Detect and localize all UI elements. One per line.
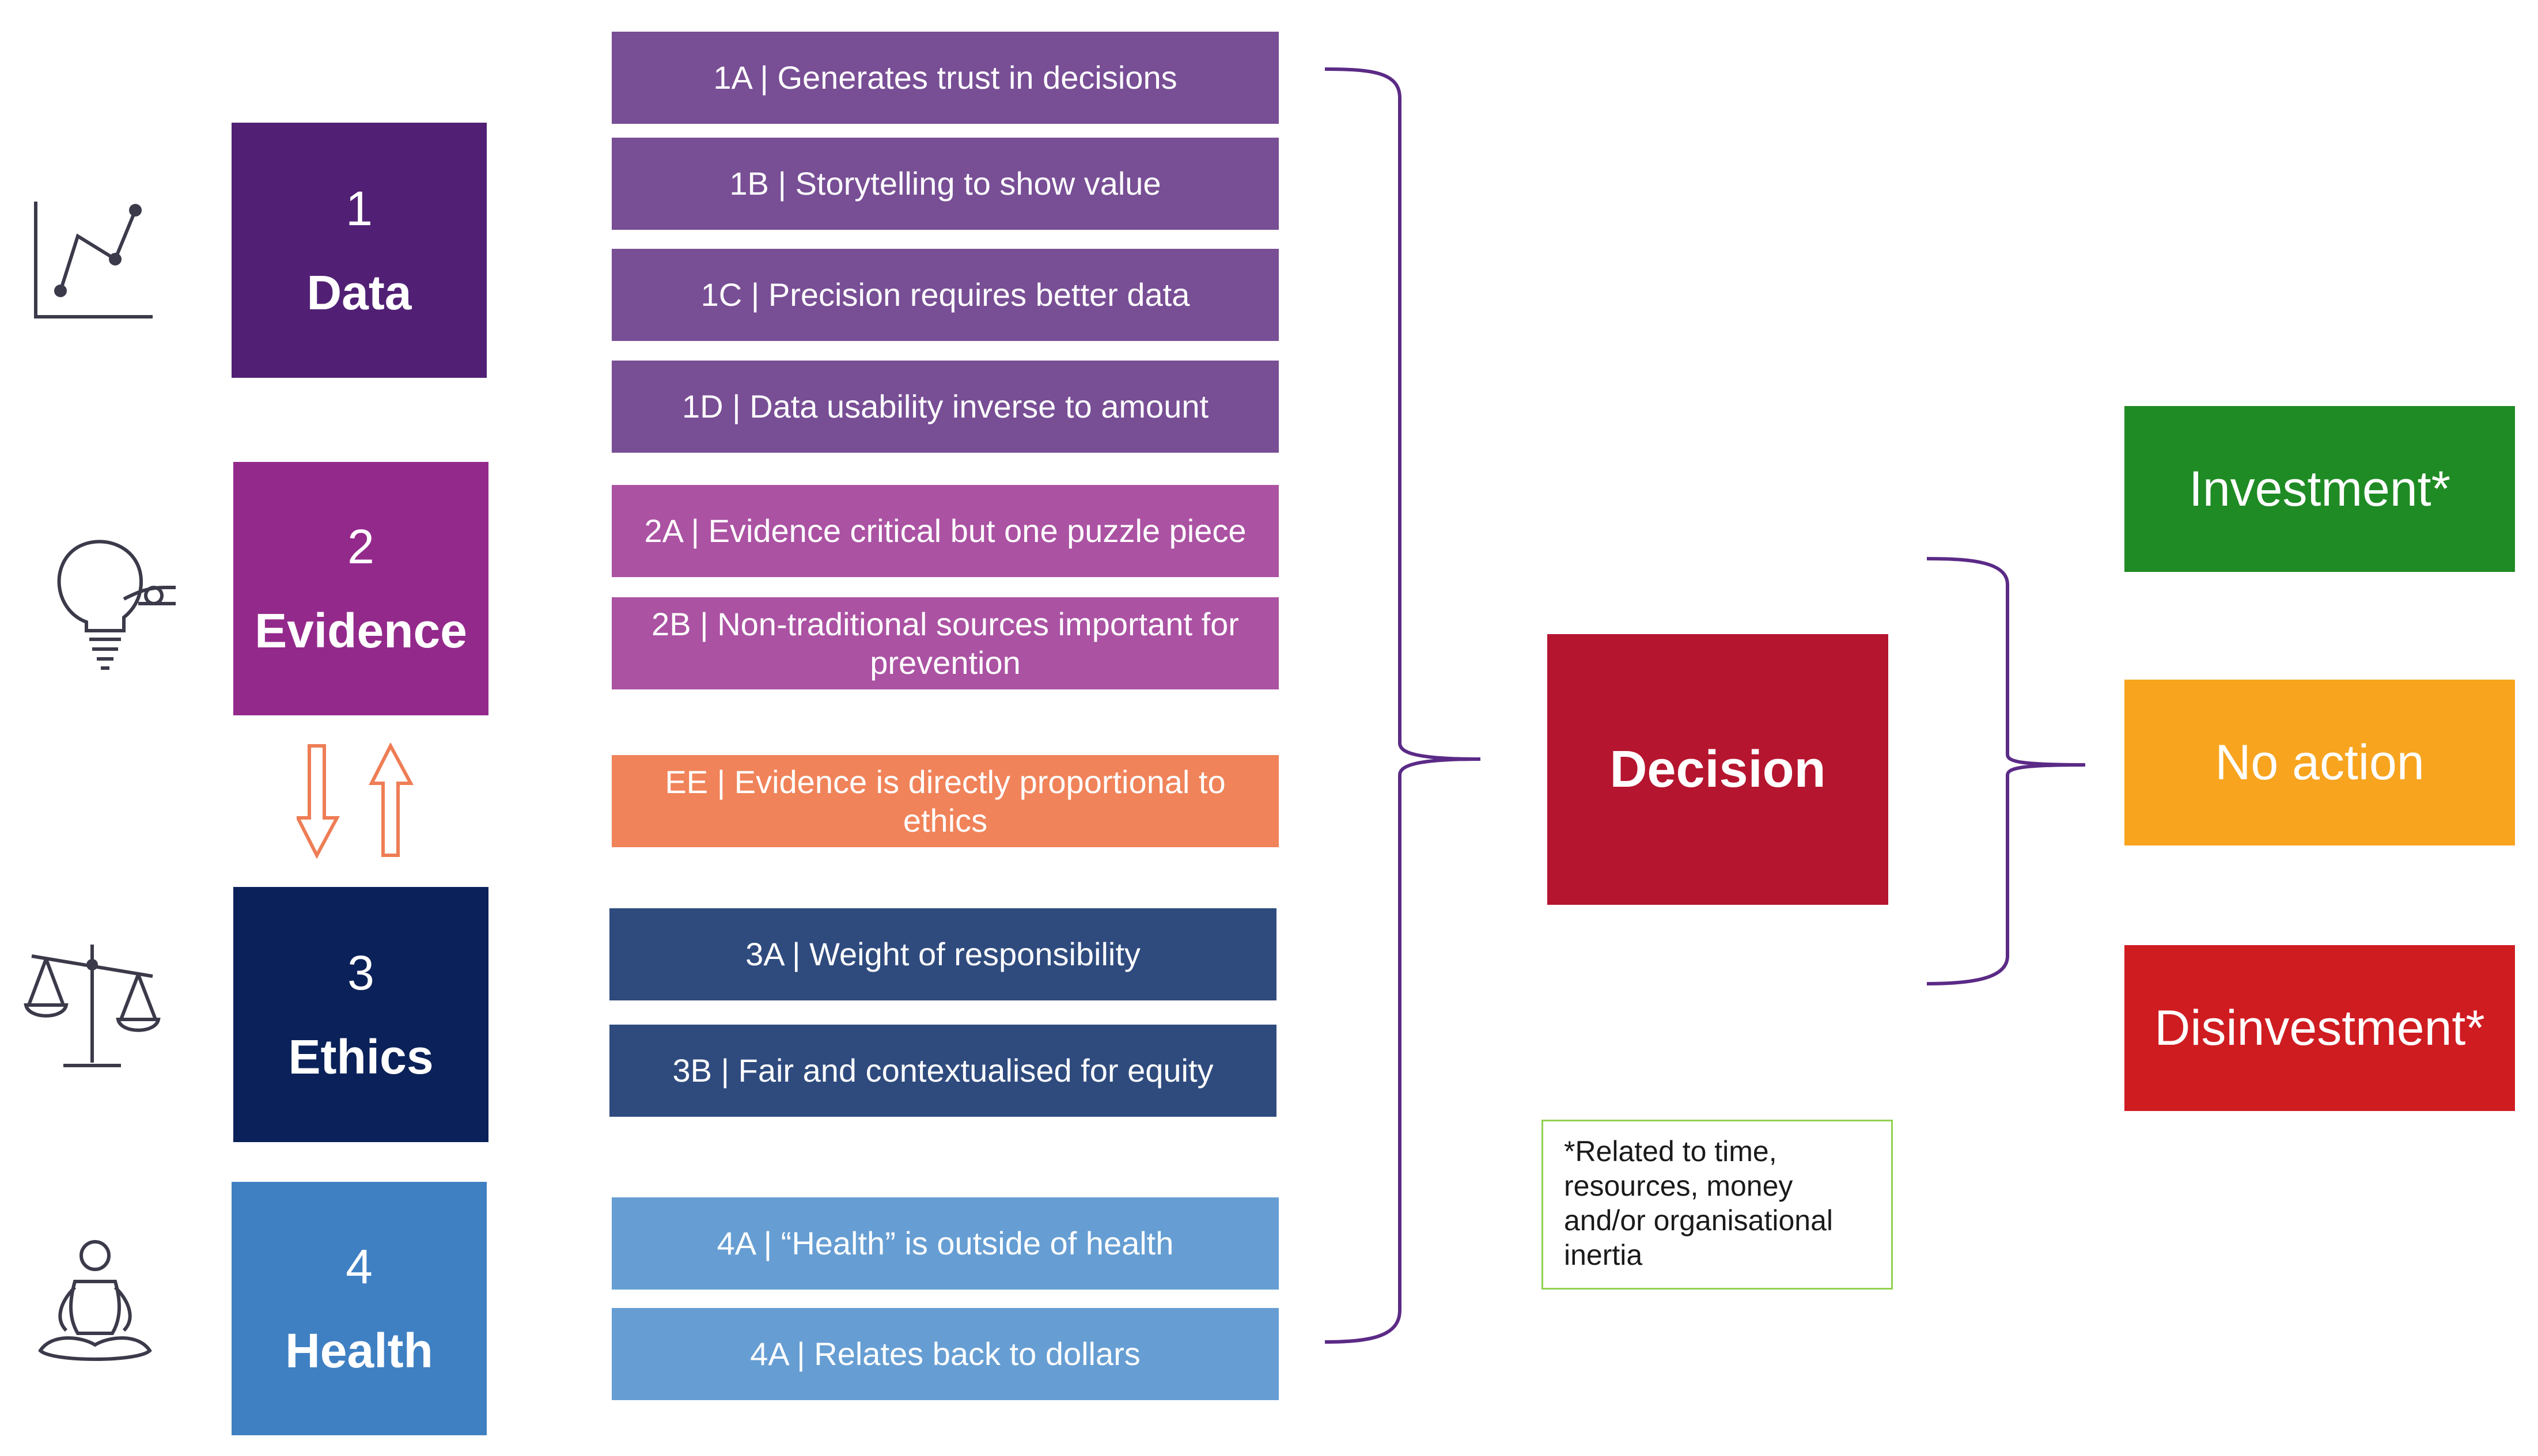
pillar-evidence: 2 Evidence [233, 462, 488, 715]
outcome-disinvestment: Disinvestment* [2124, 945, 2515, 1111]
pillar-name: Ethics [288, 1029, 434, 1084]
item-1c: 1C | Precision requires better data [612, 249, 1279, 341]
pillar-name: Evidence [255, 604, 467, 658]
item-1b: 1B | Storytelling to show value [612, 138, 1279, 230]
item-3a: 3A | Weight of responsibility [609, 908, 1276, 1000]
item-4a-health: 4A | “Health” is outside of health [612, 1197, 1279, 1290]
outcome-investment: Investment* [2124, 406, 2515, 572]
pillar-number: 1 [346, 181, 373, 236]
line-chart-icon [34, 202, 153, 318]
pillar-data: 1 Data [232, 123, 487, 378]
outcome-no-action: No action [2124, 680, 2515, 845]
item-3b: 3B | Fair and contextualised for equity [609, 1025, 1276, 1117]
bidirectional-arrow-icon [297, 743, 414, 859]
bracket-right [1926, 557, 2086, 985]
item-2a: 2A | Evidence critical but one puzzle pi… [612, 485, 1279, 577]
pillar-health: 4 Health [232, 1182, 487, 1435]
bracket-left [1324, 67, 1481, 1344]
meditation-icon [38, 1240, 152, 1361]
pillar-number: 2 [347, 520, 374, 574]
item-4a-dollars: 4A | Relates back to dollars [612, 1308, 1279, 1400]
item-1a: 1A | Generates trust in decisions [612, 32, 1279, 124]
scales-icon [24, 945, 161, 1067]
item-ee: EE | Evidence is directly proportional t… [612, 755, 1279, 847]
pillar-number: 4 [346, 1239, 373, 1294]
decision-box: Decision [1547, 634, 1888, 905]
pillar-name: Data [306, 265, 412, 320]
item-2b: 2B | Non-traditional sources important f… [612, 597, 1279, 689]
lightbulb-icon [57, 540, 176, 670]
pillar-number: 3 [347, 945, 374, 1000]
item-1d: 1D | Data usability inverse to amount [612, 361, 1279, 453]
footnote-box: *Related to time, resources, money and/o… [1541, 1120, 1893, 1290]
pillar-name: Health [285, 1324, 433, 1378]
pillar-ethics: 3 Ethics [233, 887, 488, 1142]
